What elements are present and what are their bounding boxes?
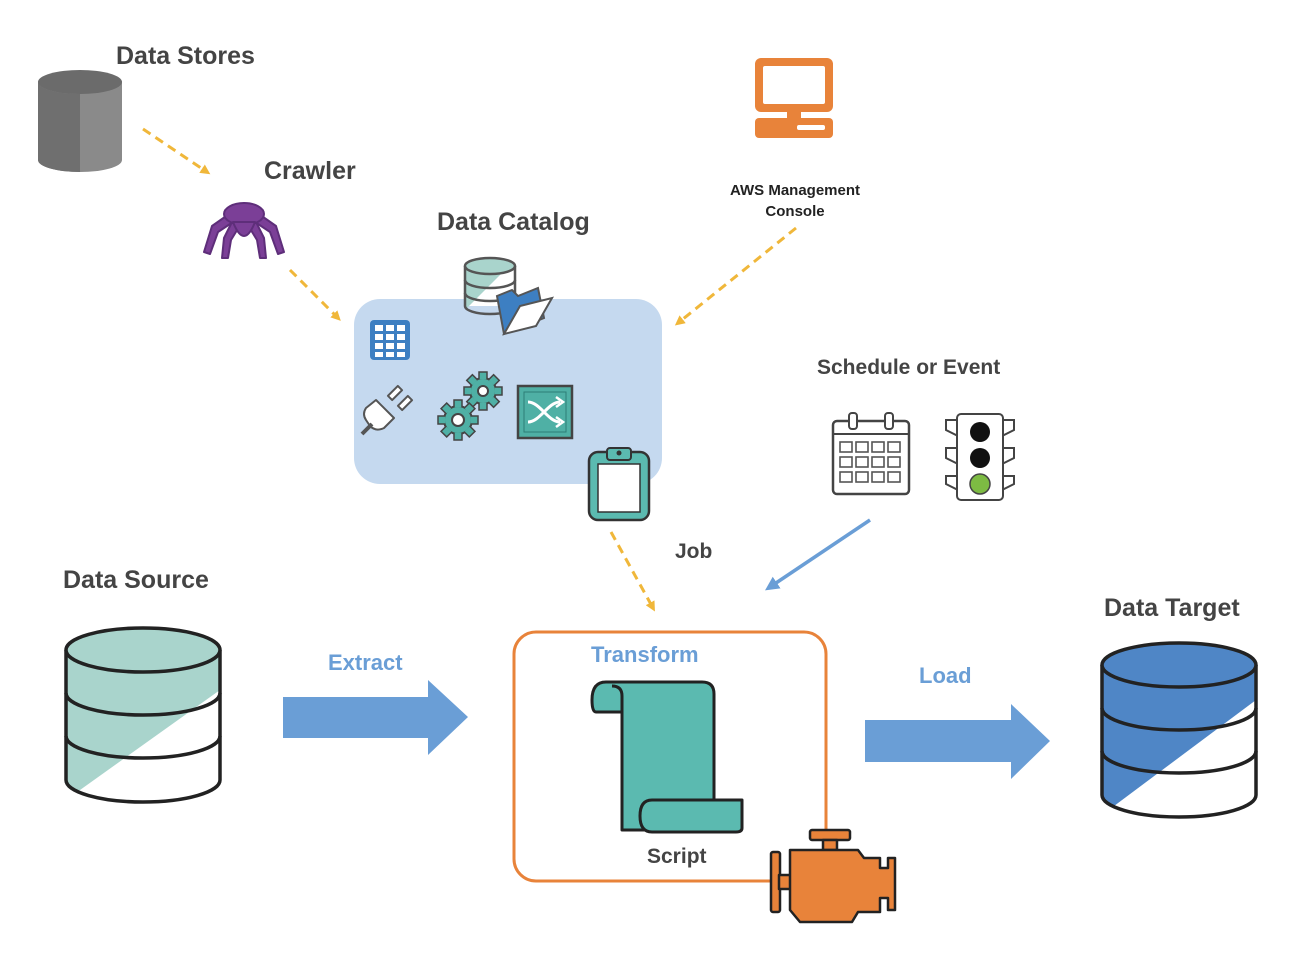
data-target-label: Data Target — [1104, 594, 1240, 622]
data-target-database-icon — [1100, 641, 1258, 819]
transform-box — [512, 630, 828, 883]
data-source-database-icon — [64, 626, 222, 804]
storage-cylinder-icon — [38, 70, 122, 172]
shuffle-icon — [516, 384, 574, 440]
extract-label: Extract — [328, 650, 403, 675]
arrow-crawler-to-catalog — [288, 268, 341, 321]
computer-monitor-icon — [755, 58, 833, 138]
script-label: Script — [647, 845, 707, 868]
aws-console-label-line1: AWS Management — [729, 182, 861, 199]
calendar-icon — [831, 412, 911, 496]
arrow-console-to-catalog — [674, 226, 797, 326]
arrow-schedule-to-transform — [765, 518, 871, 591]
plug-icon — [360, 384, 414, 436]
extract-arrow — [283, 680, 468, 755]
arrow-stores-to-crawler — [142, 127, 211, 175]
traffic-light-icon — [945, 413, 1015, 501]
arrow-job-to-transform — [609, 531, 655, 612]
dashed-arrows — [142, 127, 797, 612]
aws-console-label: AWS Management Console — [700, 180, 890, 222]
job-label: Job — [675, 540, 713, 563]
folder-icon — [495, 286, 555, 336]
load-label: Load — [919, 663, 972, 688]
aws-console-label-line2: Console — [765, 203, 825, 220]
engine-icon — [769, 828, 897, 924]
spider-icon — [203, 202, 285, 259]
transform-label: Transform — [591, 642, 699, 667]
data-stores-label: Data Stores — [116, 42, 255, 70]
crawler-label: Crawler — [264, 157, 356, 185]
gears-icon — [437, 371, 503, 441]
data-catalog-panel — [354, 299, 662, 484]
schedule-or-event-label: Schedule or Event — [817, 356, 1001, 379]
data-catalog-label: Data Catalog — [437, 208, 590, 236]
load-arrow — [865, 704, 1050, 779]
table-grid-icon — [370, 320, 410, 360]
data-source-label: Data Source — [63, 566, 209, 594]
clipboard-icon — [587, 447, 651, 522]
script-scroll-icon — [590, 680, 744, 834]
